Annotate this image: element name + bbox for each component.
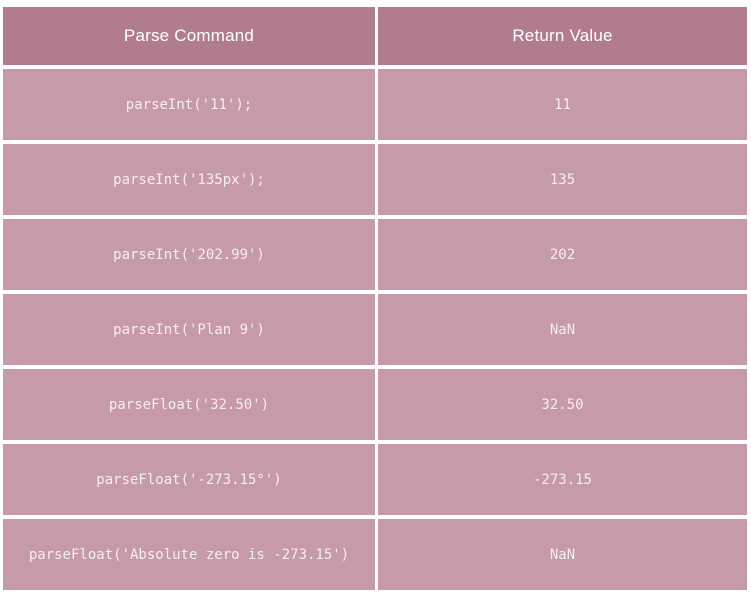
table-row-2-value: 135 [378,144,747,215]
table-row-5-value: 32.50 [378,369,747,440]
table-row-4-value: NaN [378,294,747,365]
table-row-7-command: parseFloat('Absolute zero is -273.15') [3,519,375,590]
table-row-4-command: parseInt('Plan 9') [3,294,375,365]
table-row-1-value: 11 [378,69,747,140]
table-row-6-value: -273.15 [378,444,747,515]
table-row-3-value: 202 [378,219,747,290]
header-parse-command: Parse Command [3,7,375,65]
header-return-value: Return Value [378,7,747,65]
table-row-3-command: parseInt('202.99') [3,219,375,290]
table-row-5-command: parseFloat('32.50') [3,369,375,440]
table-row-2-command: parseInt('135px'); [3,144,375,215]
table-row-7-value: NaN [378,519,747,590]
table-row-1-command: parseInt('11'); [3,69,375,140]
parse-table: Parse Command Return Value parseInt('11'… [3,7,747,590]
table-row-6-command: parseFloat('-273.15°') [3,444,375,515]
